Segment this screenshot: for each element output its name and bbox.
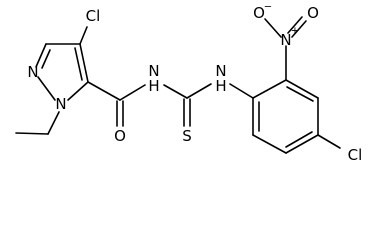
atom-n-thiourea: N <box>215 62 226 80</box>
bond-pyrazole-n2-n1 <box>37 76 56 101</box>
bond-pyrazole-n1-c5 <box>67 81 89 101</box>
atom-n-pyrazole-ethyl: N <box>55 95 66 113</box>
atom-n-amide: N <box>148 62 159 80</box>
bond-ring-cl <box>317 134 341 149</box>
bond-ring-c2-c3-double <box>286 86 314 102</box>
structure-canvas: Cl N N N H O N H S N + O − O Cl <box>15 2 362 164</box>
atom-h-amide: H <box>148 77 159 95</box>
bond-thiourea-n-phenyl <box>229 83 254 99</box>
atom-s-thio: S <box>182 127 192 145</box>
atom-o-nitro-left: O <box>253 4 265 22</box>
bond-ring-c4-c5-double <box>285 131 313 148</box>
bond-pyrazole-c5-c4-double <box>74 47 83 81</box>
bond-amide-n-thiocarbonyl <box>163 84 188 99</box>
bond-nitro-n-o-right <box>291 20 307 38</box>
bond-c5-carbonyl <box>87 81 121 101</box>
bond-pyrazole-c3-n2 <box>35 43 47 68</box>
bond-nitro-n-o-left <box>264 18 282 38</box>
bond-ethyl-2 <box>15 132 49 135</box>
bond-pyrazole-c5-c4 <box>79 43 89 83</box>
atom-h-thiourea: H <box>215 77 226 95</box>
charge-nitro-n: + <box>291 26 299 37</box>
atom-cl-phenyl: Cl <box>348 146 363 163</box>
bond-ring-c4-c5 <box>285 134 319 154</box>
atom-cl-pyrazole: Cl <box>86 7 101 25</box>
bonds <box>15 16 341 154</box>
atom-o-carbonyl: O <box>114 127 126 145</box>
atom-n-nitro: N <box>280 31 291 49</box>
bond-carbonyl-n <box>119 84 146 101</box>
charge-nitro-o-left: − <box>264 2 272 13</box>
atom-n-pyrazole-double: N <box>27 63 38 81</box>
bond-thiocarbonyl-n <box>186 83 212 99</box>
bond-ring-c1-c2 <box>252 79 287 99</box>
bond-ring-c5-c6 <box>252 134 287 154</box>
bond-ring-c2-c3 <box>285 79 319 99</box>
atom-labels: Cl N N N H O N H S N + O − O Cl <box>27 2 362 164</box>
bond-ethyl-1 <box>47 111 60 135</box>
molecule-diagram: Cl N N N H O N H S N + O − O Cl <box>15 2 362 164</box>
bond-pyrazole-c4-cl <box>79 26 88 45</box>
atom-o-nitro-right: O <box>307 4 319 22</box>
bond-nitro-n-o-right-double <box>287 16 303 34</box>
bond-pyrazole-c3-n2-double <box>41 49 51 69</box>
